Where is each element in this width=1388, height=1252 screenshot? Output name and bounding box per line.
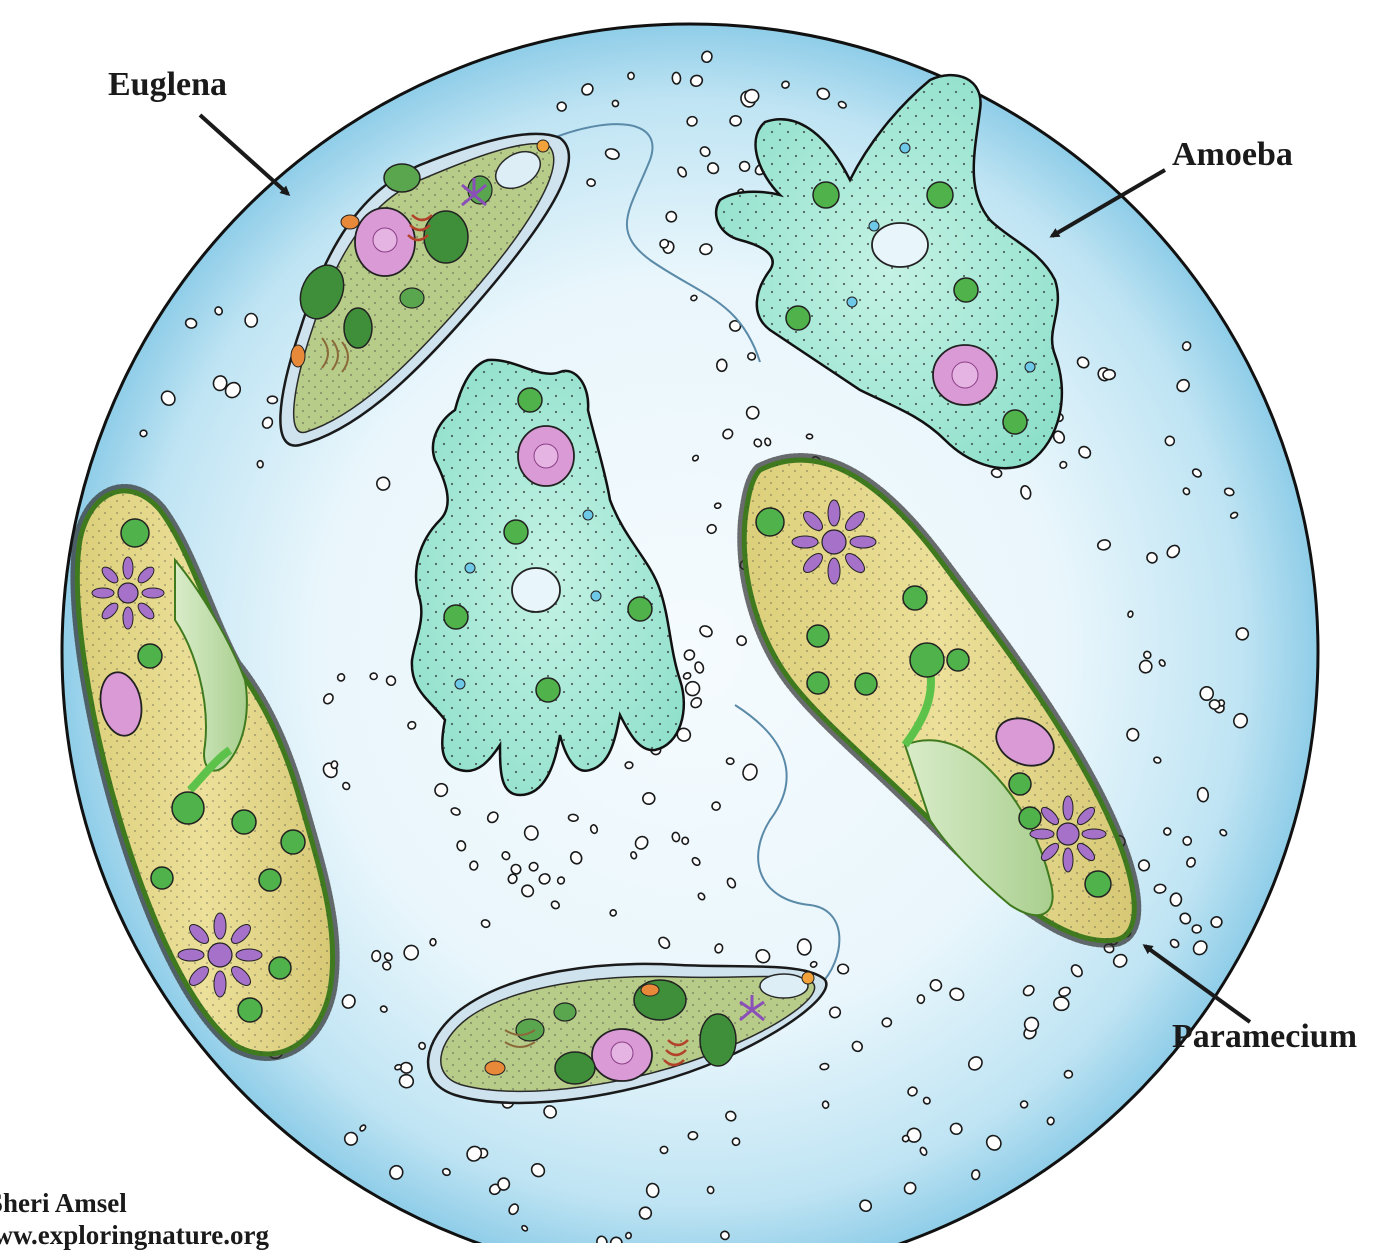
particle	[625, 1232, 632, 1239]
particle	[672, 72, 681, 84]
particle	[344, 1132, 358, 1146]
particle	[1103, 369, 1116, 380]
particle	[1020, 1101, 1028, 1109]
particle	[498, 1178, 510, 1190]
particle	[1154, 884, 1166, 894]
particle	[688, 1131, 698, 1140]
paramecium-right-vacuole-1	[792, 500, 876, 584]
particle	[730, 115, 742, 126]
amoeba-label: Amoeba	[1172, 136, 1293, 174]
particle	[714, 502, 721, 509]
particle	[881, 1017, 892, 1027]
particle	[1192, 925, 1202, 934]
particle	[726, 758, 734, 765]
paramecium-left-vacuole-2	[178, 913, 262, 997]
euglena-arrow	[200, 115, 288, 194]
particle	[1127, 611, 1133, 618]
particle	[917, 995, 924, 1004]
particle	[806, 434, 812, 439]
particle	[1200, 687, 1213, 701]
amoeba-contractile-vacuole	[872, 223, 928, 267]
credit-author: Sheri Amsel	[0, 1186, 127, 1220]
paramecium-label: Paramecium	[1172, 1018, 1357, 1056]
particle	[707, 1186, 715, 1194]
credit-website: www.exploringnature.org	[0, 1218, 269, 1252]
particle	[660, 1146, 668, 1153]
particle	[1197, 787, 1209, 802]
euglena-label: Euglena	[108, 66, 227, 104]
particle	[370, 673, 377, 680]
particle	[568, 814, 578, 822]
particle	[747, 352, 756, 360]
particle	[732, 1138, 740, 1146]
particle	[267, 396, 277, 403]
particle	[1047, 1117, 1055, 1126]
particle	[797, 939, 811, 955]
particle	[764, 438, 771, 447]
amoeba-center-vacuole	[512, 568, 560, 612]
particle	[331, 761, 338, 769]
particle	[371, 950, 381, 962]
particle	[820, 1063, 829, 1070]
particle	[257, 460, 263, 467]
particle	[245, 314, 257, 328]
particle	[1170, 893, 1182, 907]
particle	[971, 1169, 980, 1180]
particle	[628, 72, 635, 80]
particle	[1209, 699, 1220, 710]
particle	[625, 762, 633, 769]
paramecium-left-vacuole-1	[92, 557, 164, 629]
particle	[1064, 1071, 1072, 1079]
particle	[430, 939, 436, 946]
particle	[822, 1101, 829, 1109]
particle	[456, 840, 466, 851]
particle	[717, 359, 727, 371]
particle	[682, 837, 689, 845]
